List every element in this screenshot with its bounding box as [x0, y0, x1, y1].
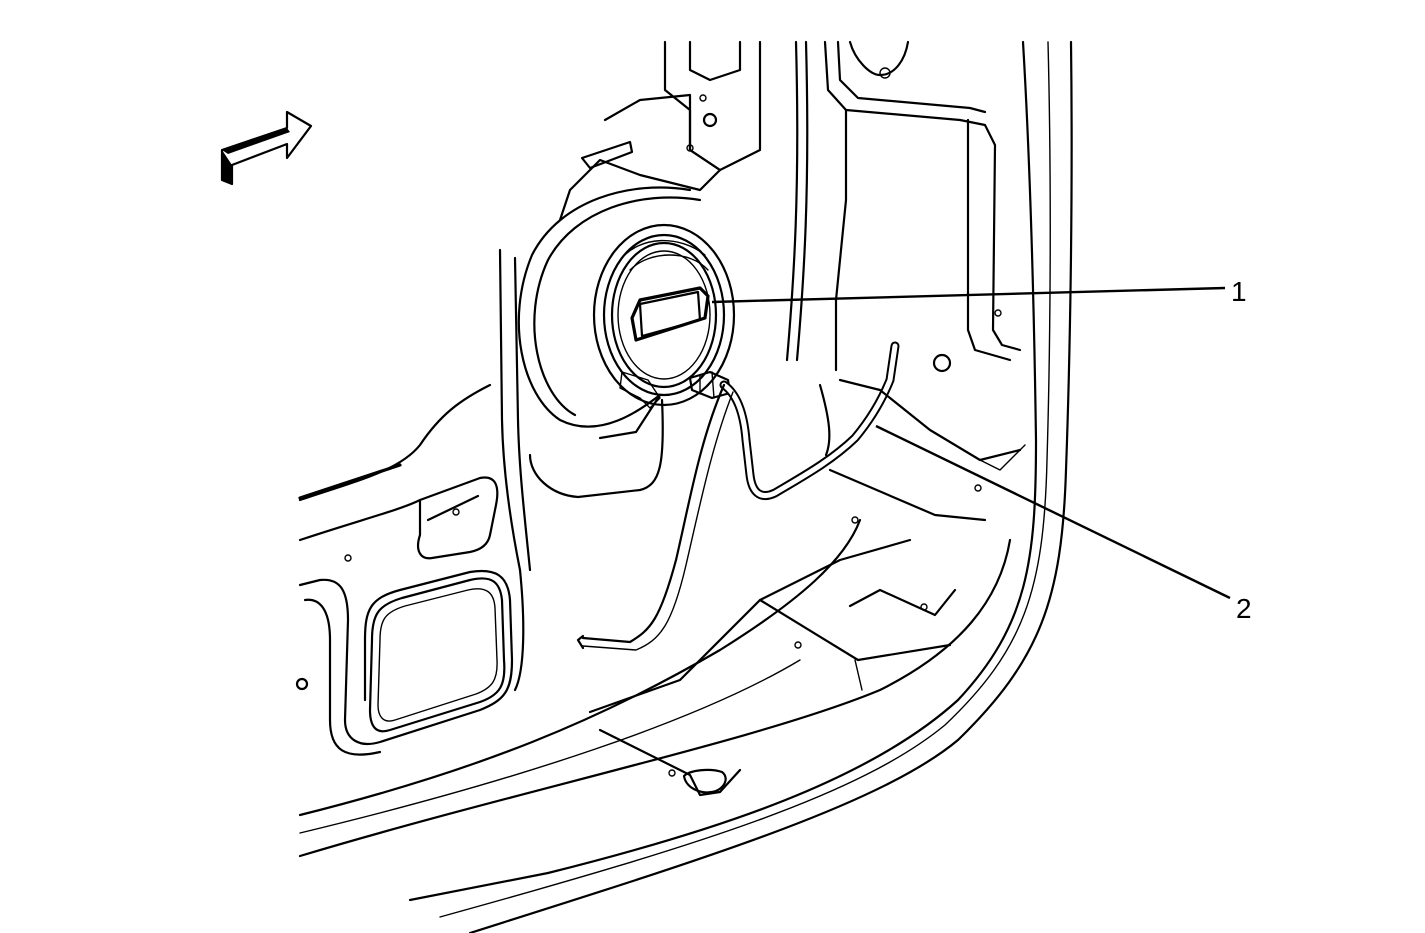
inner-panel-lower [295, 248, 532, 756]
speaker-recess [517, 186, 702, 499]
leader-lines [711, 286, 1231, 600]
callout-1: 1 [1231, 276, 1247, 307]
lower-pocket [588, 378, 1026, 797]
inner-panel-upper [558, 40, 762, 222]
hinge-pillar [823, 40, 1022, 373]
door-frame [298, 40, 1073, 933]
leader-line-1 [711, 286, 1226, 304]
direction-arrow-icon [220, 110, 313, 186]
wiring-harness [576, 341, 900, 651]
callout-2: 2 [1236, 593, 1252, 624]
speaker [592, 223, 736, 409]
leader-line-2 [875, 424, 1231, 600]
